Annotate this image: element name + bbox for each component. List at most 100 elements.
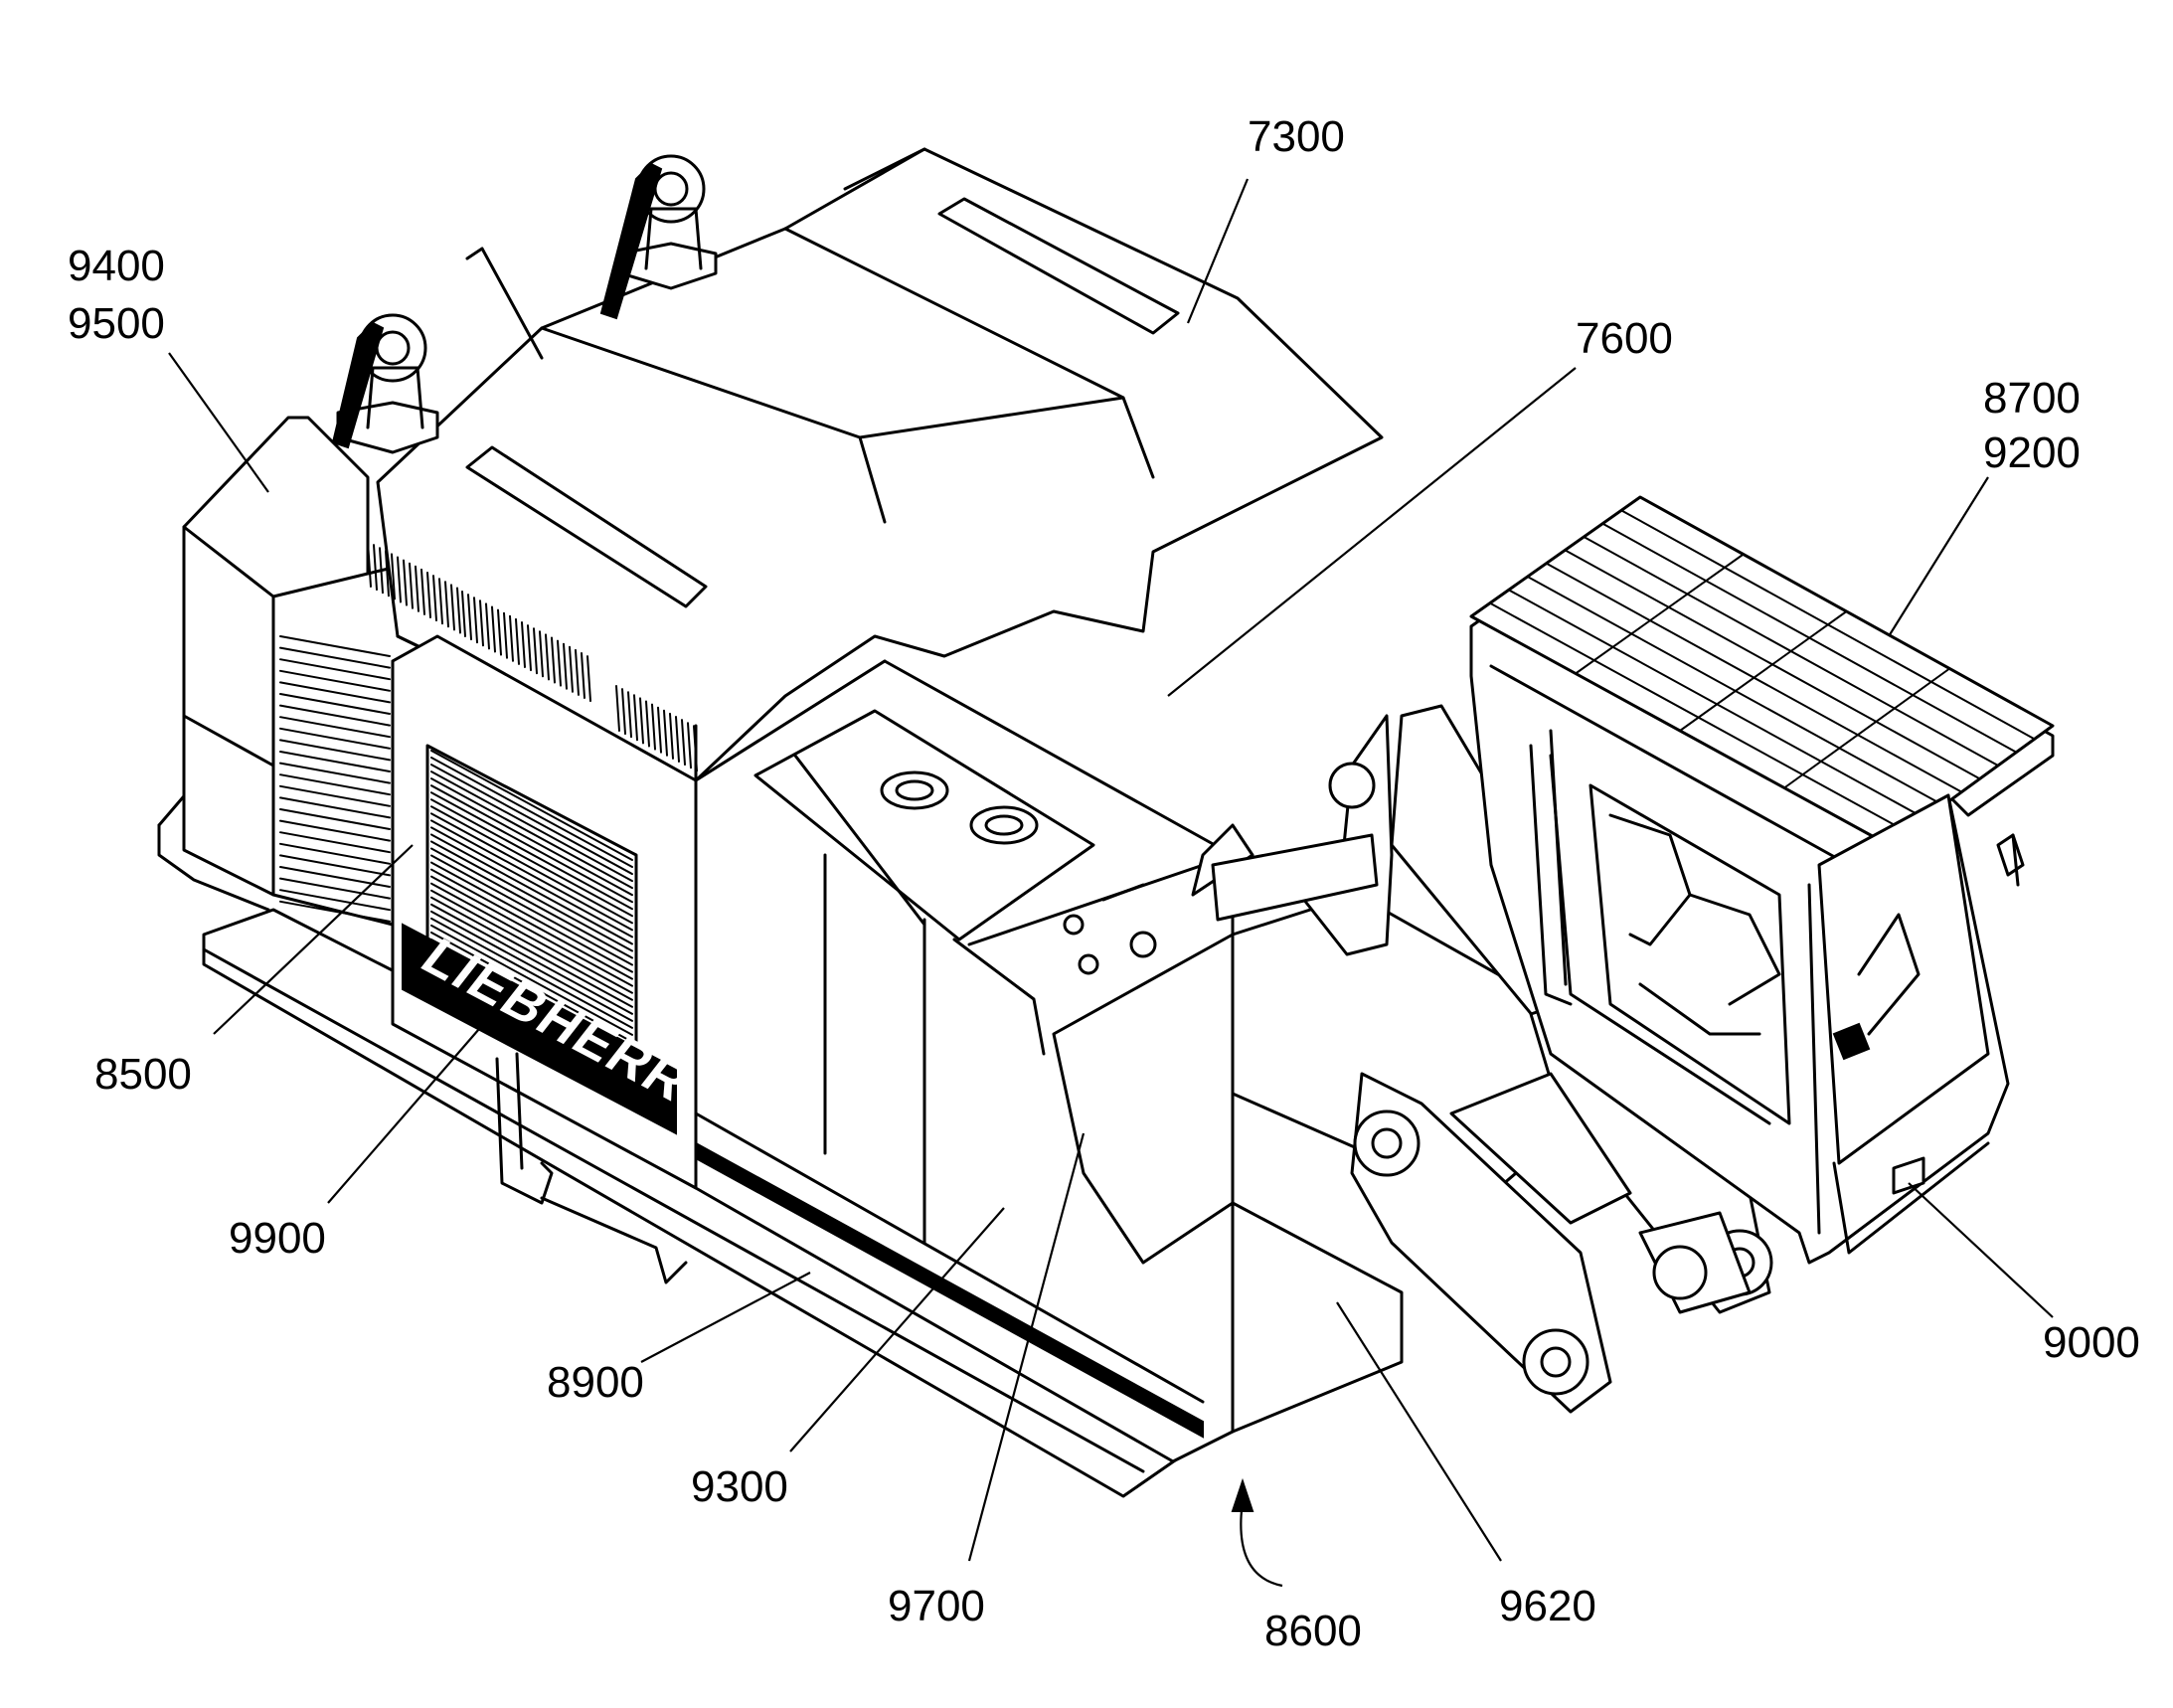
grille-slat xyxy=(279,773,391,796)
grille-slat xyxy=(279,646,391,669)
leader-8900 xyxy=(640,1272,811,1363)
callout-9700: 9700 xyxy=(888,1582,985,1630)
leader-8500 xyxy=(213,844,414,1035)
boom-linkage xyxy=(1191,704,1773,1414)
panel-grille-slat xyxy=(430,896,633,1008)
panel-grille-slat xyxy=(430,931,633,1043)
panel-grille-slat xyxy=(430,840,633,952)
callout-8700: 8700 xyxy=(1983,374,2081,423)
louvre-slot xyxy=(473,597,478,644)
callout-9620: 9620 xyxy=(1499,1582,1596,1630)
callout-9400: 9400 xyxy=(68,242,165,290)
louvre-slot xyxy=(539,630,544,678)
lifting-eyes xyxy=(331,147,926,454)
louvre-slot xyxy=(615,685,620,732)
louvre-slot xyxy=(491,605,496,653)
louvre-slot xyxy=(432,575,437,622)
leader-9000 xyxy=(1908,1182,2054,1318)
callout-9200: 9200 xyxy=(1983,428,2081,477)
louvre-slot xyxy=(426,572,431,618)
panel-grille-slat xyxy=(430,861,633,973)
leader-9400-9500 xyxy=(168,352,269,493)
roof-crossbar xyxy=(1679,610,1848,732)
louvre-slot xyxy=(675,716,680,763)
louvre-slot xyxy=(444,581,449,628)
leader-lines xyxy=(168,178,2054,1588)
callout-9900: 9900 xyxy=(229,1214,326,1263)
panel-grille-slat xyxy=(430,805,633,918)
panel-grille-slat xyxy=(430,882,633,994)
louvre-slot xyxy=(645,700,650,748)
louvre-slot xyxy=(367,541,372,588)
grille-slat xyxy=(279,739,391,762)
roof-crossbar xyxy=(1575,553,1745,675)
panel-grille-slat xyxy=(430,750,633,861)
engine-housing xyxy=(367,147,1384,782)
louvre-slot xyxy=(681,719,686,767)
callout-7600: 7600 xyxy=(1576,314,1673,363)
louvre-slot xyxy=(563,642,568,690)
panel-grille-slat xyxy=(430,924,633,1036)
louvre-slot xyxy=(403,559,408,606)
louvre-slot xyxy=(409,562,414,609)
louvre-slot xyxy=(438,578,443,625)
roof-crossbar xyxy=(1783,667,1951,789)
grille-slat xyxy=(279,669,391,692)
grille-slat xyxy=(279,681,391,704)
louvre-slot xyxy=(687,722,692,769)
engine-side-panel: LIEBHERR xyxy=(391,634,704,1190)
panel-grille-slat xyxy=(430,854,633,966)
callout-8900: 8900 xyxy=(547,1358,644,1407)
grille-slat xyxy=(279,635,391,657)
louvre-slot xyxy=(545,633,550,681)
louvre-slot xyxy=(627,691,632,739)
panel-grille-slat xyxy=(430,917,633,1029)
panel-grille-slat xyxy=(430,770,633,883)
grille-slat xyxy=(279,704,391,727)
callout-8500: 8500 xyxy=(94,1050,192,1099)
louvre-slot xyxy=(479,599,484,647)
grille-slat xyxy=(279,796,391,819)
louvre-slot xyxy=(497,608,502,656)
louvre-slot xyxy=(379,547,384,595)
grille-slat xyxy=(279,889,391,912)
louvre-slot xyxy=(639,697,644,745)
louvre-slot xyxy=(391,553,396,600)
grille-slat xyxy=(279,900,391,923)
louvre-slot xyxy=(651,703,656,751)
louvre-slot xyxy=(509,614,514,662)
grille-slat xyxy=(279,784,391,807)
callout-9000: 9000 xyxy=(2043,1318,2140,1367)
panel-grille-slat xyxy=(430,791,633,904)
operator-cab xyxy=(1469,495,2055,1265)
panel-grille-slat xyxy=(430,847,633,959)
leader-9620 xyxy=(1336,1301,1502,1562)
louvre-slot xyxy=(503,611,508,659)
leader-7300 xyxy=(1186,178,1250,324)
grille-slat xyxy=(279,854,391,877)
louvre-slot xyxy=(669,712,674,760)
panel-grille-slat xyxy=(430,798,633,911)
louvre-slot xyxy=(533,627,538,675)
panel-grille-slat xyxy=(430,784,633,897)
louvre-slot xyxy=(373,544,378,592)
panel-grille-slat xyxy=(430,910,633,1022)
louvre-slot xyxy=(527,624,532,672)
grille-slat xyxy=(279,831,391,854)
panel-grille-slat xyxy=(430,819,633,932)
callout-8600: 8600 xyxy=(1264,1607,1362,1655)
grille-slat xyxy=(279,808,391,830)
leader-9300 xyxy=(789,1207,1005,1452)
callout-9300: 9300 xyxy=(691,1462,788,1511)
leader-9700 xyxy=(967,1132,1086,1562)
leader-8700-9200 xyxy=(1888,476,1989,637)
callout-labels: 7300 9400 9500 7600 8700 9200 8500 9900 … xyxy=(68,112,2140,1655)
louvre-slot xyxy=(397,556,402,603)
panel-grille-slat xyxy=(430,903,633,1015)
louvre-slot xyxy=(586,655,591,703)
leader-7600 xyxy=(1167,367,1577,697)
arrow-8600 xyxy=(1231,1477,1254,1512)
panel-grille-slat xyxy=(430,764,633,876)
panel-grille-slat xyxy=(430,868,633,980)
